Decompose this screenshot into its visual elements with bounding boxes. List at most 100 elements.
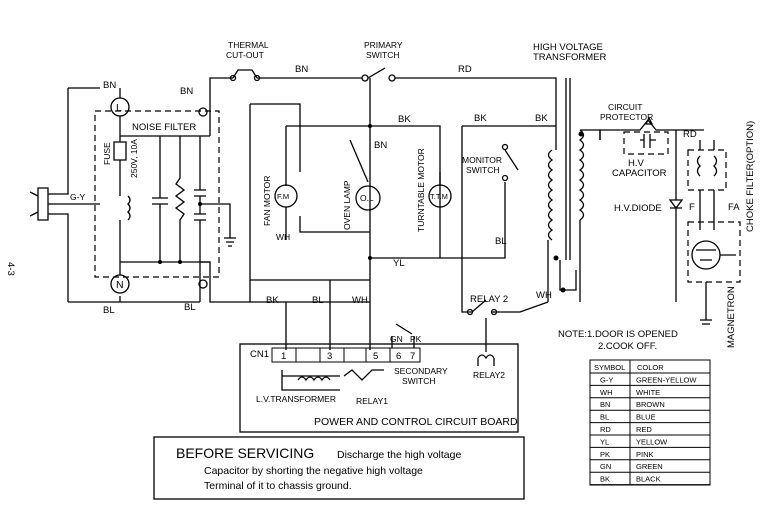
wire-label-bk-top: BK <box>398 114 411 125</box>
monitor-switch-label-2: SWITCH <box>466 165 500 175</box>
ol-label: O.L <box>360 193 374 203</box>
wire-label-bl-right: BL <box>184 302 196 313</box>
primary-switch-label-2: SWITCH <box>366 50 400 60</box>
wire-label-wh-mid: WH <box>352 295 368 306</box>
pk-label: PK <box>410 334 422 344</box>
hv-capacitor-label-1: H.V <box>628 158 645 169</box>
table-cell-color: GREEN <box>636 462 663 471</box>
circuit-protector-label-1: CIRCUIT <box>608 102 642 112</box>
input-power-plug <box>29 88 69 302</box>
fan-motor-label: FAN MOTOR <box>262 176 272 226</box>
wire-label-bn-left: BN <box>103 80 116 91</box>
hv-capacitor-box <box>623 131 669 155</box>
table-cell-color: WHITE <box>636 388 660 397</box>
thermal-cutout-label-2: CUT-OUT <box>226 50 264 60</box>
wire-label-wh-relay: WH <box>536 290 552 301</box>
hv-transformer-coils <box>540 78 601 302</box>
f-label: F <box>689 202 695 213</box>
ttm-label: T.T.M <box>430 192 448 201</box>
terminal-l: L <box>116 102 122 114</box>
servicing-line-2: Capacitor by shorting the negative high … <box>204 465 423 477</box>
hv-transformer-label-1: HIGH VOLTAGE <box>533 42 603 53</box>
servicing-box <box>153 436 525 500</box>
table-cell-symbol: G-Y <box>600 375 613 384</box>
table-cell-symbol: RD <box>600 425 611 434</box>
wire-label-gy: G-Y <box>70 192 85 202</box>
hv-capacitor-label-2: CAPACITOR <box>612 168 667 179</box>
turntable-motor-label: TURNTABLE MOTOR <box>416 148 426 232</box>
board-title: POWER AND CONTROL CIRCUIT BOARD <box>314 416 518 428</box>
noise-filter-box <box>94 110 220 278</box>
cn1-label: CN1 <box>250 349 269 360</box>
magnetron-box <box>687 221 741 283</box>
magnetron-label: MAGNETRON <box>726 286 737 348</box>
circuit-protector-label-2: PROTECTOR <box>600 112 653 122</box>
servicing-line-3: Terminal of it to chassis ground. <box>204 480 352 492</box>
servicing-heading: BEFORE SERVICING <box>176 445 314 461</box>
table-cell-symbol: WH <box>600 388 613 397</box>
fuse-label: FUSE <box>102 142 112 165</box>
table-header-symbol: SYMBOL <box>594 363 625 372</box>
wire-label-bl-monitor: BL <box>495 236 507 247</box>
pin-5: 5 <box>373 351 378 362</box>
wire-label-bn-top: BN <box>295 64 308 75</box>
noise-filter-label: NOISE FILTER <box>132 122 196 133</box>
fuse-rating: 250V, 10A <box>129 139 139 178</box>
color-symbol-table: SYMBOL COLOR G-Y GREEN-YELLOW WH WHITE BN BRO… <box>589 359 711 486</box>
page-marker: 4-3 <box>5 262 16 276</box>
terminal-n: N <box>116 279 124 291</box>
choke-filter-box <box>687 149 727 191</box>
oven-lamp-label: OVEN LAMP <box>342 180 352 230</box>
wire-label-rd-protector: RD <box>683 129 697 140</box>
table-cell-symbol: YL <box>600 437 609 446</box>
table-cell-symbol: BN <box>600 400 610 409</box>
thermal-cutout-label-1: THERMAL <box>228 40 269 50</box>
table-header-color: COLOR <box>637 363 664 372</box>
wire-label-bn-filter: BN <box>180 86 193 97</box>
wire-label-bk-monitor: BK <box>474 113 487 124</box>
noise-filter-internals <box>113 116 236 275</box>
table-cell-color: BROWN <box>636 400 665 409</box>
hv-transformer-label-2: TRANSFORMER <box>533 52 607 63</box>
choke-filter-label: CHOKE FILTER(OPTION) <box>745 121 756 232</box>
table-cell-color: PINK <box>636 450 654 459</box>
pin-1: 1 <box>281 351 286 362</box>
hv-diode-label: H.V.DIODE <box>614 203 662 214</box>
relay2-top-label: RELAY 2 <box>470 294 508 305</box>
wire-label-bl-left: BL <box>103 305 115 316</box>
table-cell-symbol: BK <box>600 475 610 484</box>
lv-transformer-label: L.V.TRANSFORMER <box>256 394 336 404</box>
table-cell-color: YELLOW <box>636 437 668 446</box>
wire-label-bn-lamp: BN <box>374 140 387 151</box>
table-cell-color: RED <box>636 425 652 434</box>
fa-label: FA <box>728 202 740 213</box>
secondary-switch-label-1: SECONDARY <box>394 366 448 376</box>
table-cell-symbol: PK <box>600 450 610 459</box>
wire-label-wh-fan: WH <box>276 232 290 242</box>
primary-switch-label-1: PRIMARY <box>364 40 403 50</box>
wire-label-yl: YL <box>393 258 405 269</box>
wire-label-rd-top: RD <box>458 64 472 75</box>
relay1-label: RELAY1 <box>356 396 388 406</box>
pin-7: 7 <box>410 351 415 362</box>
table-cell-color: BLUE <box>636 413 656 422</box>
servicing-line-1: Discharge the high voltage <box>337 449 461 461</box>
fm-label: F.M <box>277 192 289 201</box>
pin-3: 3 <box>327 351 332 362</box>
table-cell-symbol: BL <box>600 413 609 422</box>
note-line-2: 2.COOK OFF. <box>598 341 657 352</box>
table-cell-color: GREEN-YELLOW <box>636 375 697 384</box>
secondary-switch-label-2: SWITCH <box>402 376 436 386</box>
wire-label-bk-xf: BK <box>535 113 548 124</box>
wire-label-bk-bottom: BK <box>266 295 279 306</box>
relay2-coil-label: RELAY2 <box>473 370 505 380</box>
table-cell-color: BLACK <box>636 475 661 484</box>
pin-6: 6 <box>396 351 401 362</box>
control-board-box <box>239 343 519 433</box>
table-cell-symbol: GN <box>600 462 611 471</box>
wire-label-bl-mid: BL <box>312 295 324 306</box>
note-line-1: NOTE:1.DOOR IS OPENED <box>558 329 678 340</box>
gn-label: GN <box>390 334 403 344</box>
